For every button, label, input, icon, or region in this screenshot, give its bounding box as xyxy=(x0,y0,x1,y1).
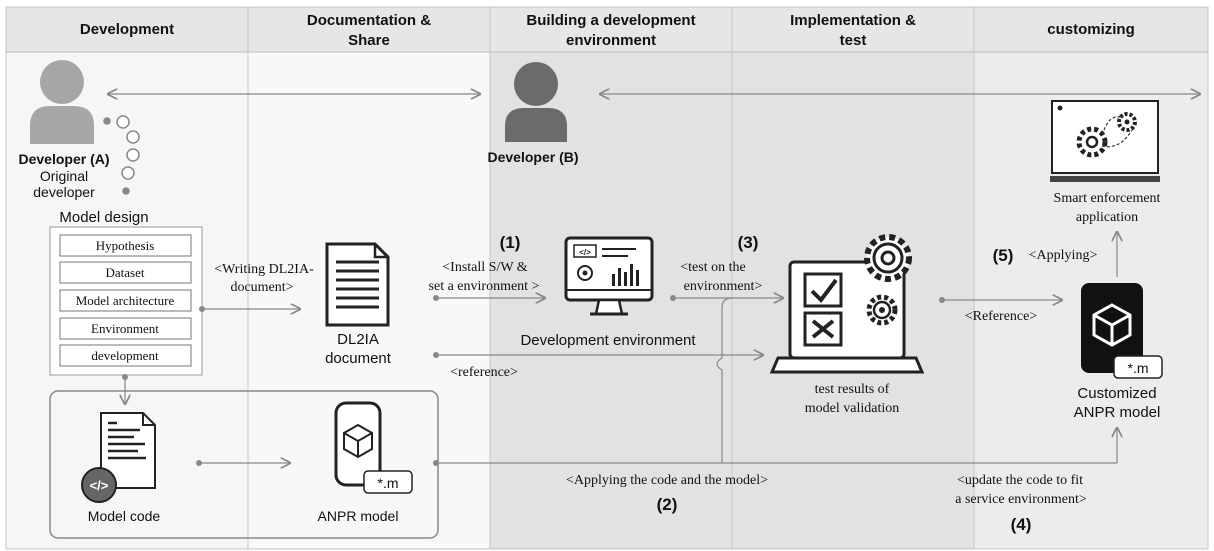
diagram-border xyxy=(5,6,1209,550)
update-code-label-line2: a service environment> xyxy=(955,492,1087,507)
developer-a-role-line2: developer xyxy=(33,184,95,200)
test-results-label-line2: model validation xyxy=(805,401,899,416)
test-results-label: test results of xyxy=(815,382,890,397)
anpr-model-icon xyxy=(334,401,413,494)
code-file-icon: </> xyxy=(81,412,156,503)
svg-text:</>: </> xyxy=(90,478,109,493)
column-header-customizing: customizing xyxy=(1047,21,1135,38)
model-code-label: Model code xyxy=(88,508,161,524)
developer-b-icon xyxy=(505,62,567,142)
header-row xyxy=(6,7,1208,52)
install-label: <Install S/W & xyxy=(442,260,528,275)
developer-a-name: Developer (A) xyxy=(18,151,109,167)
developer-b-name: Developer (B) xyxy=(487,149,578,165)
step-5: (5) xyxy=(993,246,1014,265)
smart-app-label-line2: application xyxy=(1076,210,1138,225)
applying-code-label: <Applying the code and the model> xyxy=(566,473,768,488)
model-design-item: Hypothesis xyxy=(96,238,155,253)
developer-a-role: Original xyxy=(40,168,88,184)
customized-model-ext: *.m xyxy=(1128,360,1149,376)
column-customizing-bg xyxy=(974,7,1208,549)
laptop-check-icon xyxy=(769,234,925,374)
test-on-env-label-line2: environment> xyxy=(684,279,763,294)
monitor-icon: </> xyxy=(564,236,654,316)
dl2ia-label: DL2IA xyxy=(337,331,379,348)
reference-right-label: <Reference> xyxy=(965,309,1038,324)
reference-label: <reference> xyxy=(450,365,518,380)
smart-app-screen-icon xyxy=(1050,100,1160,182)
column-header-documentation-line2: Share xyxy=(348,32,390,49)
writing-label: <Writing DL2IA- xyxy=(214,262,314,277)
column-header-build: Building a development xyxy=(526,12,695,29)
column-header-implementation: Implementation & xyxy=(790,12,916,29)
column-header-build-line2: environment xyxy=(566,32,656,49)
smart-app-label: Smart enforcement xyxy=(1054,191,1161,206)
step-3: (3) xyxy=(738,233,759,252)
update-code-label: <update the code to fit xyxy=(957,473,1083,488)
model-design-title: Model design xyxy=(59,209,148,226)
dl2ia-label-line2: document xyxy=(325,350,392,367)
column-header-development: Development xyxy=(80,21,174,38)
test-on-env-label: <test on the xyxy=(680,260,745,275)
writing-label-line2: document> xyxy=(230,280,293,295)
svg-text:</>: </> xyxy=(579,248,591,257)
step-4: (4) xyxy=(1011,515,1032,534)
applying-label: <Applying> xyxy=(1029,248,1098,263)
column-header-documentation: Documentation & xyxy=(307,12,431,29)
model-design-item: development xyxy=(91,348,159,363)
model-design-item: Environment xyxy=(91,321,159,336)
document-icon xyxy=(325,242,390,327)
install-label-line2: set a environment > xyxy=(429,279,540,294)
anpr-model-ext: *.m xyxy=(378,475,399,491)
model-design-item: Dataset xyxy=(106,265,145,280)
step-1: (1) xyxy=(500,233,521,252)
dev-env-label: Development environment xyxy=(520,332,696,349)
anpr-model-label: ANPR model xyxy=(318,508,399,524)
developer-a-icon xyxy=(30,60,94,144)
column-header-implementation-line2: test xyxy=(840,32,867,49)
model-design-item: Model architecture xyxy=(76,293,175,308)
applying-branch-line xyxy=(716,297,733,463)
customized-model-icon xyxy=(1081,283,1163,379)
customized-model-label: Customized xyxy=(1077,385,1156,402)
step-2: (2) xyxy=(657,495,678,514)
customized-model-label-line2: ANPR model xyxy=(1074,404,1161,421)
thought-chain-icon xyxy=(103,115,140,195)
